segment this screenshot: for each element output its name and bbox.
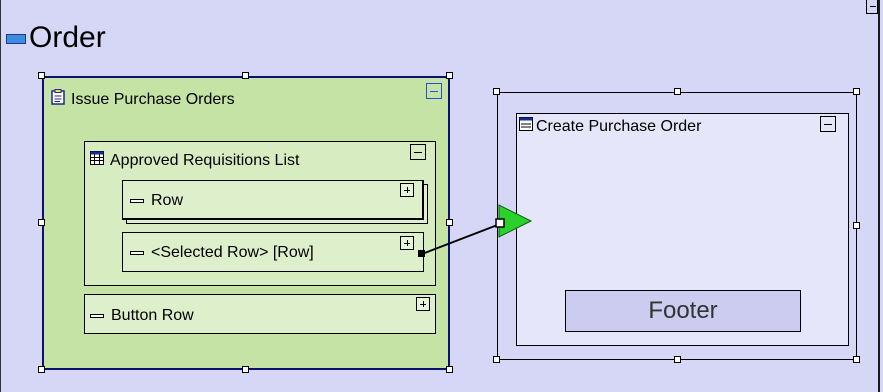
canvas-left-border [0, 0, 1, 392]
resize-handle-bottom-right[interactable] [446, 366, 453, 373]
create-handle-bottom-right[interactable] [853, 356, 860, 363]
selected-row-label-group: <Selected Row> [Row] [130, 244, 314, 262]
resize-handle-top[interactable] [242, 72, 249, 79]
resize-handle-top-left[interactable] [38, 72, 45, 79]
requisitions-list-collapse-button[interactable] [410, 144, 426, 160]
create-handle-bottom-left[interactable] [493, 356, 500, 363]
row-label-group: Row [130, 192, 183, 210]
create-purchase-order-label: Create Purchase Order [536, 117, 702, 135]
create-handle-top-right[interactable] [853, 88, 860, 95]
create-handle-bottom[interactable] [674, 356, 681, 363]
button-row-item[interactable] [84, 294, 436, 334]
approved-requisitions-label: Approved Requisitions List [110, 151, 300, 169]
row-expand-button[interactable] [400, 183, 414, 197]
row-label: Row [151, 192, 184, 209]
row-icon [130, 251, 144, 255]
create-handle-top-left[interactable] [493, 88, 500, 95]
page-title-row: Order [6, 20, 106, 56]
selected-row-item[interactable] [122, 232, 424, 272]
page-container-icon [6, 34, 26, 44]
resize-handle-bottom[interactable] [242, 366, 249, 373]
row-item[interactable] [122, 180, 424, 220]
canvas-collapse-button[interactable] [866, 0, 878, 14]
clipboard-icon [51, 89, 65, 110]
button-row-expand-button[interactable] [416, 297, 430, 311]
connector-line [421, 223, 501, 255]
row-icon [130, 199, 144, 203]
issue-purchase-orders-header: Issue Purchase Orders [51, 89, 235, 110]
connector-start-handle [418, 250, 425, 257]
selected-row-expand-button[interactable] [400, 236, 414, 250]
button-row-label-group: Button Row [90, 307, 194, 325]
create-handle-top[interactable] [674, 88, 681, 95]
resize-handle-top-right[interactable] [446, 72, 453, 79]
create-purchase-order-header: Create Purchase Order [519, 117, 701, 136]
table-icon [90, 151, 104, 170]
resize-handle-right[interactable] [446, 219, 453, 226]
canvas-right-border [878, 0, 880, 392]
issue-pane-collapse-button[interactable] [426, 83, 442, 99]
window-icon [519, 117, 533, 136]
issue-purchase-orders-label: Issue Purchase Orders [71, 90, 235, 108]
resize-handle-bottom-left[interactable] [38, 366, 45, 373]
footer-region[interactable]: Footer [565, 290, 801, 332]
button-row-label: Button Row [111, 307, 194, 324]
page-title: Order [29, 21, 106, 54]
create-pane-collapse-button[interactable] [820, 116, 836, 132]
row-icon [90, 314, 104, 318]
connector-end-handle [495, 218, 505, 228]
create-handle-right[interactable] [853, 222, 860, 229]
resize-handle-left[interactable] [38, 219, 45, 226]
selected-row-label: <Selected Row> [Row] [151, 244, 314, 261]
approved-requisitions-header: Approved Requisitions List [90, 151, 299, 170]
